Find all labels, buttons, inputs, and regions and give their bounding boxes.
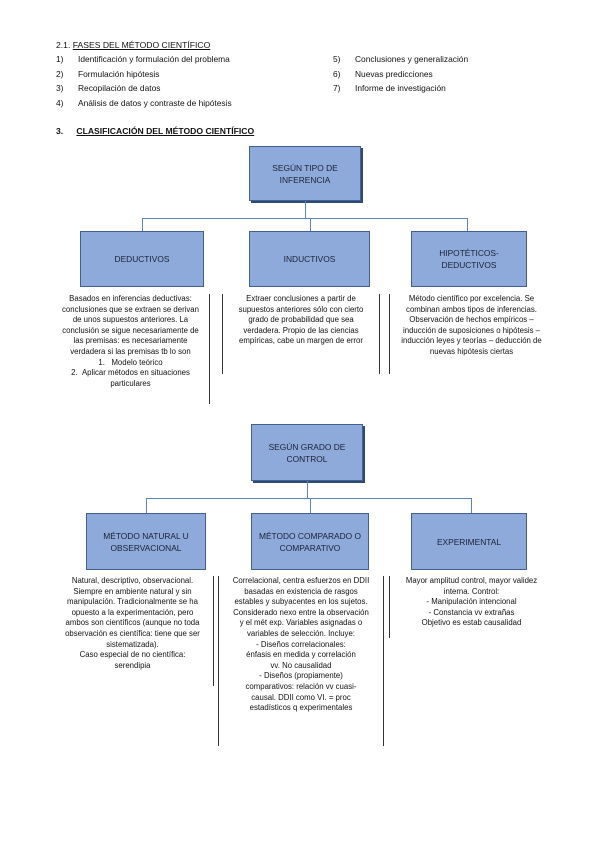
category-box-natural: MÉTODO NATURAL U OBSERVACIONAL	[86, 513, 206, 570]
connector	[146, 498, 472, 499]
connector	[142, 218, 143, 231]
section-title: CLASIFICACIÓN DEL MÉTODO CIENTÍFICO	[76, 126, 255, 136]
category-box-hipoteticos: HIPOTÉTICOS-DEDUCTIVOS	[411, 231, 527, 287]
description-experimental: Mayor amplitud control, mayor validez in…	[389, 576, 553, 638]
list-item: 5)Conclusiones y generalización	[333, 54, 469, 64]
connector	[307, 481, 308, 498]
connector	[305, 201, 306, 218]
description-inductivos: Extraer conclusiones a partir de supuest…	[222, 294, 380, 374]
section-number: 3.	[56, 126, 64, 136]
root-box: SEGÚN TIPO DE INFERENCIA	[249, 146, 361, 201]
connector	[310, 218, 311, 231]
description-comparado: Correlacional, centra esfuerzos en DDII …	[218, 576, 384, 746]
list-item: 6)Nuevas predicciones	[333, 68, 433, 79]
connector	[310, 498, 311, 513]
section-title: FASES DEL MÉTODO CIENTÍFICO	[72, 40, 211, 50]
connector	[471, 498, 472, 513]
fases-list-right: 5)Conclusiones y generalización 6)Nuevas…	[333, 52, 468, 96]
list-item: 1)Identificación y formulación del probl…	[56, 54, 230, 64]
category-box-experimental: EXPERIMENTAL	[411, 513, 527, 570]
connector	[467, 218, 468, 231]
section-number: 2.1.	[56, 40, 71, 50]
section-heading-clasificacion: 3. CLASIFICACIÓN DEL MÉTODO CIENTÍFICO	[56, 126, 254, 136]
connector	[142, 218, 468, 219]
root-box: SEGÚN GRADO DE CONTROL	[251, 424, 363, 481]
list-item: 3)Recopilación de datos	[56, 83, 161, 93]
list-item: 4)Análisis de datos y contraste de hipót…	[56, 97, 232, 108]
category-box-comparado: MÉTODO COMPARADO O COMPARATIVO	[251, 513, 369, 570]
connector	[146, 498, 147, 513]
description-natural: Natural, descriptivo, observacional. Sie…	[52, 576, 214, 686]
list-item: 7)Informe de investigación	[333, 83, 446, 93]
fases-list-left: 1)Identificación y formulación del probl…	[56, 52, 232, 110]
section-heading-fases: 2.1. FASES DEL MÉTODO CIENTÍFICO	[56, 40, 210, 50]
category-box-deductivos: DEDUCTIVOS	[80, 231, 204, 287]
description-hipoteticos: Método científico por excelencia. Se com…	[389, 294, 553, 374]
category-box-inductivos: INDUCTIVOS	[249, 231, 370, 287]
description-deductivos: Basados en inferencias deductivas: concl…	[52, 294, 210, 404]
list-item: 2)Formulación hipótesis	[56, 68, 160, 79]
